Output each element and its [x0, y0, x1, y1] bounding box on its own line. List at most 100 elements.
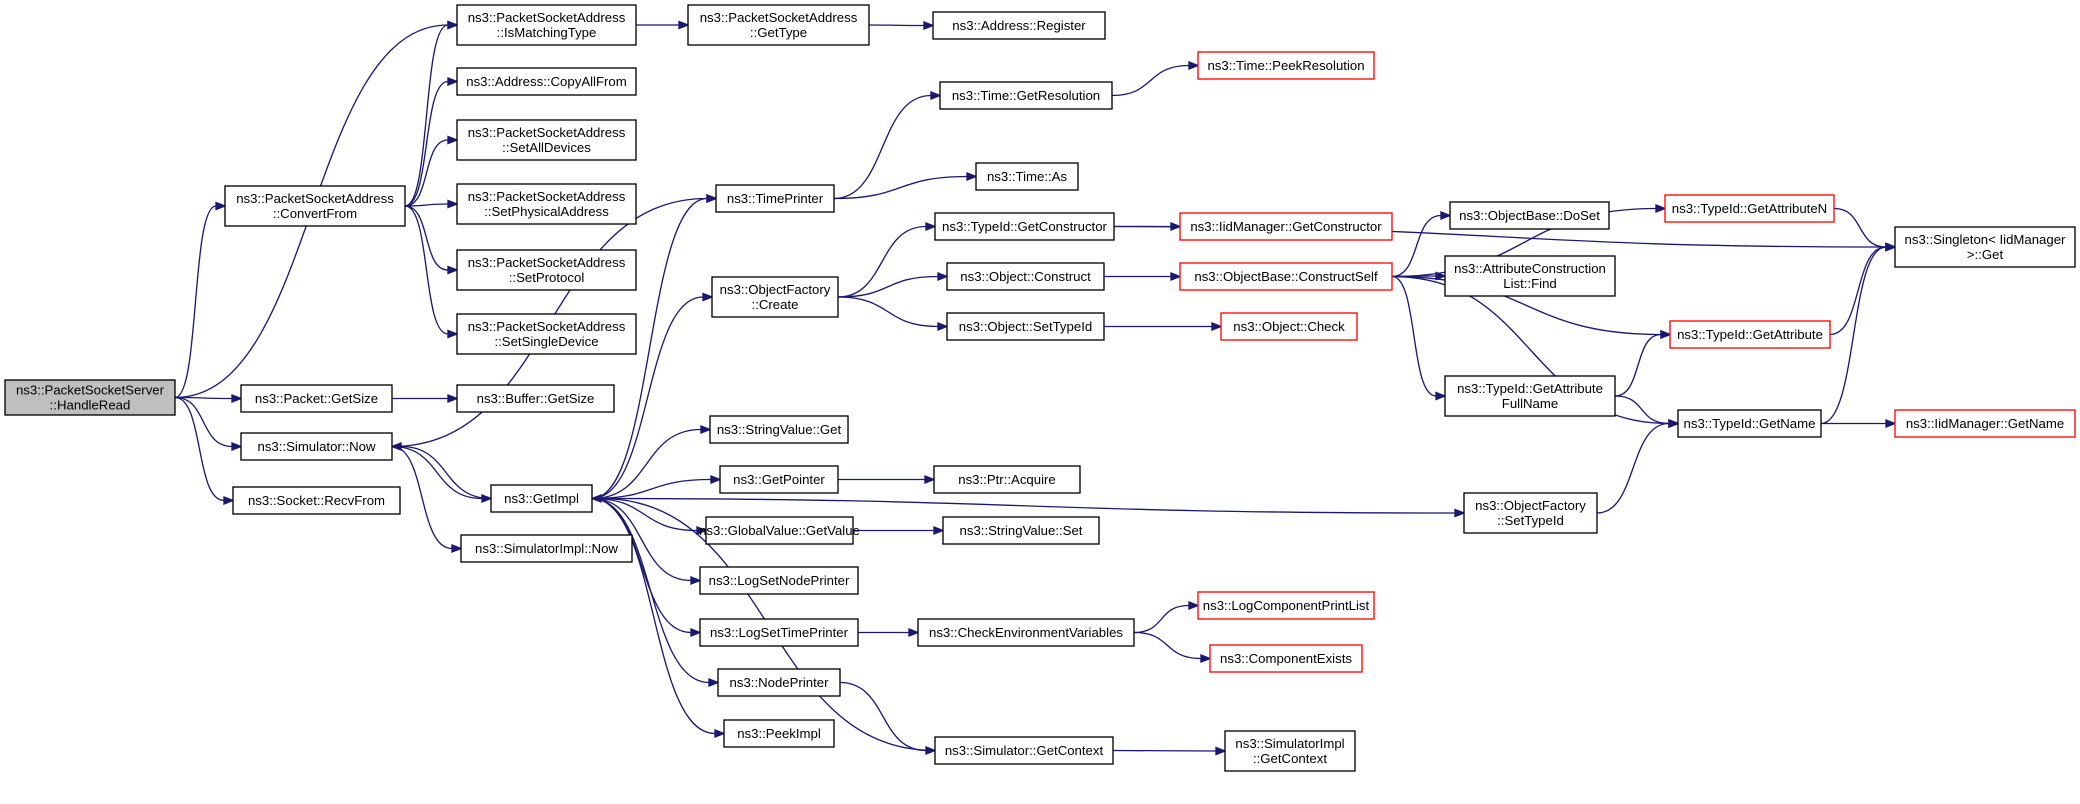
- node-timePrinter[interactable]: ns3::TimePrinter: [715, 184, 835, 213]
- node-psaSPA[interactable]: ns3::PacketSocketAddress::SetPhysicalAdd…: [456, 183, 637, 225]
- node-label: ::HandleRead: [50, 398, 131, 413]
- node-psaSSD[interactable]: ns3::PacketSocketAddress::SetSingleDevic…: [456, 313, 637, 355]
- node-obCS[interactable]: ns3::ObjectBase::ConstructSelf: [1179, 262, 1393, 291]
- node-gvGV[interactable]: ns3::GlobalValue::GetValue: [699, 516, 860, 545]
- node-simImplNow[interactable]: ns3::SimulatorImpl::Now: [460, 534, 633, 563]
- node-ofCreate[interactable]: ns3::ObjectFactory::Create: [711, 276, 839, 318]
- edge-line: [404, 24, 449, 207]
- node-iidGN[interactable]: ns3::IidManager::GetName: [1894, 409, 2076, 438]
- node-getPointer[interactable]: ns3::GetPointer: [719, 465, 839, 494]
- node-tidGN[interactable]: ns3::TypeId::GetName: [1677, 409, 1822, 438]
- node-checkEV[interactable]: ns3::CheckEnvironmentVariables: [917, 618, 1135, 647]
- node-strValSet[interactable]: ns3::StringValue::Set: [942, 516, 1100, 545]
- node-pktGS[interactable]: ns3::Packet::GetSize: [240, 384, 393, 413]
- edge-line: [1820, 246, 1887, 425]
- node-box: [1209, 644, 1363, 673]
- node-addrReg[interactable]: ns3::Address::Register: [932, 11, 1106, 40]
- edge-getImpl-to-logSTP: [591, 497, 702, 637]
- edge-line: [404, 203, 449, 207]
- arrowhead: [1215, 746, 1227, 756]
- node-psaSAD[interactable]: ns3::PacketSocketAddress::SetAllDevices: [456, 119, 637, 161]
- node-psaSP[interactable]: ns3::PacketSocketAddress::SetProtocol: [456, 249, 637, 291]
- node-sockRF[interactable]: ns3::Socket::RecvFrom: [232, 486, 401, 515]
- edge-line: [391, 445, 483, 500]
- edge-line: [591, 497, 692, 582]
- node-box: [232, 486, 401, 515]
- node-label: FullName: [1502, 396, 1558, 411]
- node-label: ::ConvertFrom: [273, 206, 357, 221]
- node-label: ns3::Object::Check: [1233, 319, 1345, 334]
- edge-line: [1391, 275, 1437, 397]
- node-obDoSet[interactable]: ns3::ObjectBase::DoSet: [1449, 201, 1610, 230]
- node-label: ::SetSingleDevice: [494, 334, 598, 349]
- edge-line: [1111, 64, 1190, 97]
- node-simNow[interactable]: ns3::Simulator::Now: [240, 432, 393, 461]
- arrowhead: [933, 526, 945, 535]
- node-strValGet[interactable]: ns3::StringValue::Get: [709, 415, 849, 444]
- edge-psaCF-to-psaSSD: [404, 205, 459, 339]
- node-singleton[interactable]: ns3::Singleton< IidManager >::Get: [1894, 226, 2076, 268]
- node-label: ns3::StringValue::Get: [717, 422, 842, 437]
- node-simGC[interactable]: ns3::Simulator::GetContext: [934, 736, 1114, 765]
- arrowhead: [690, 576, 702, 585]
- edge-checkEV-to-compExists: [1133, 631, 1212, 663]
- edge-line: [839, 681, 927, 752]
- node-box: [456, 4, 637, 46]
- nodes-layer: ns3::PacketSocketServer::HandleReadns3::…: [4, 4, 2076, 772]
- node-psaIMT[interactable]: ns3::PacketSocketAddress::IsMatchingType: [456, 4, 637, 46]
- arrowhead: [925, 222, 937, 231]
- arrowhead: [1435, 271, 1447, 281]
- node-logSTP[interactable]: ns3::LogSetTimePrinter: [699, 618, 859, 647]
- node-timeAs[interactable]: ns3::Time::As: [975, 162, 1079, 191]
- node-bufGS[interactable]: ns3::Buffer::GetSize: [456, 384, 615, 413]
- node-peekImpl[interactable]: ns3::PeekImpl: [723, 719, 835, 748]
- node-simImplGC[interactable]: ns3::SimulatorImpl::GetContext: [1224, 730, 1356, 772]
- node-label: ns3::Packet::GetSize: [255, 391, 378, 406]
- node-ptrAcquire[interactable]: ns3::Ptr::Acquire: [933, 465, 1081, 494]
- node-box: [456, 249, 637, 291]
- node-box: [711, 276, 839, 318]
- node-root[interactable]: ns3::PacketSocketServer::HandleRead: [4, 379, 176, 416]
- edge-objSTI-to-objCheck: [1104, 322, 1223, 331]
- node-timePR[interactable]: ns3::Time::PeekResolution: [1197, 51, 1375, 80]
- edge-line: [174, 396, 233, 400]
- node-compExists[interactable]: ns3::ComponentExists: [1209, 644, 1363, 673]
- node-label: ns3::PacketSocketAddress: [468, 189, 626, 204]
- arrowhead: [447, 265, 459, 275]
- node-nodePrinter[interactable]: ns3::NodePrinter: [717, 668, 841, 697]
- node-objConstruct[interactable]: ns3::Object::Construct: [946, 262, 1105, 291]
- node-logCPL[interactable]: ns3::LogComponentPrintList: [1197, 591, 1375, 620]
- node-label: ::SetPhysicalAddress: [484, 204, 609, 219]
- node-psaGT[interactable]: ns3::PacketSocketAddress::GetType: [687, 4, 870, 46]
- edge-getImpl-to-getPointer: [591, 475, 722, 500]
- node-logSNP[interactable]: ns3::LogSetNodePrinter: [699, 566, 859, 595]
- edge-root-to-psaCF: [174, 201, 227, 399]
- node-label: ns3::Object::SetTypeId: [959, 319, 1092, 334]
- edge-line: [591, 197, 708, 500]
- arrowhead: [590, 494, 602, 503]
- node-objCheck[interactable]: ns3::Object::Check: [1220, 312, 1358, 341]
- node-psaCF[interactable]: ns3::PacketSocketAddress::ConvertFrom: [224, 185, 406, 227]
- node-tidGAN[interactable]: ns3::TypeId::GetAttributeN: [1664, 194, 1835, 223]
- node-ofSTI[interactable]: ns3::ObjectFactory::SetTypeId: [1463, 492, 1598, 534]
- node-box: [460, 534, 633, 563]
- node-addrCAF[interactable]: ns3::Address::CopyAllFrom: [456, 67, 637, 96]
- node-label: ns3::Address::CopyAllFrom: [466, 74, 627, 89]
- node-iidGC[interactable]: ns3::IidManager::GetConstructor: [1179, 212, 1393, 241]
- node-objSTI[interactable]: ns3::Object::SetTypeId: [946, 312, 1105, 341]
- arrowhead: [1655, 204, 1667, 213]
- edge-simNow-to-simImplNow: [391, 445, 463, 553]
- node-getImpl[interactable]: ns3::GetImpl: [490, 484, 593, 513]
- node-tidGA[interactable]: ns3::TypeId::GetAttribute: [1669, 320, 1831, 349]
- edge-pktGS-to-bufGS: [391, 394, 459, 403]
- node-tidGC[interactable]: ns3::TypeId::GetConstructor: [934, 212, 1115, 241]
- arrowhead: [690, 628, 702, 637]
- arrowhead: [1660, 330, 1672, 339]
- node-label: ns3::Ptr::Acquire: [958, 472, 1055, 487]
- node-box: [1677, 409, 1822, 438]
- node-timeGR[interactable]: ns3::Time::GetResolution: [939, 81, 1113, 110]
- node-label: ns3::ObjectBase::DoSet: [1459, 208, 1600, 223]
- arrowhead: [1885, 419, 1897, 428]
